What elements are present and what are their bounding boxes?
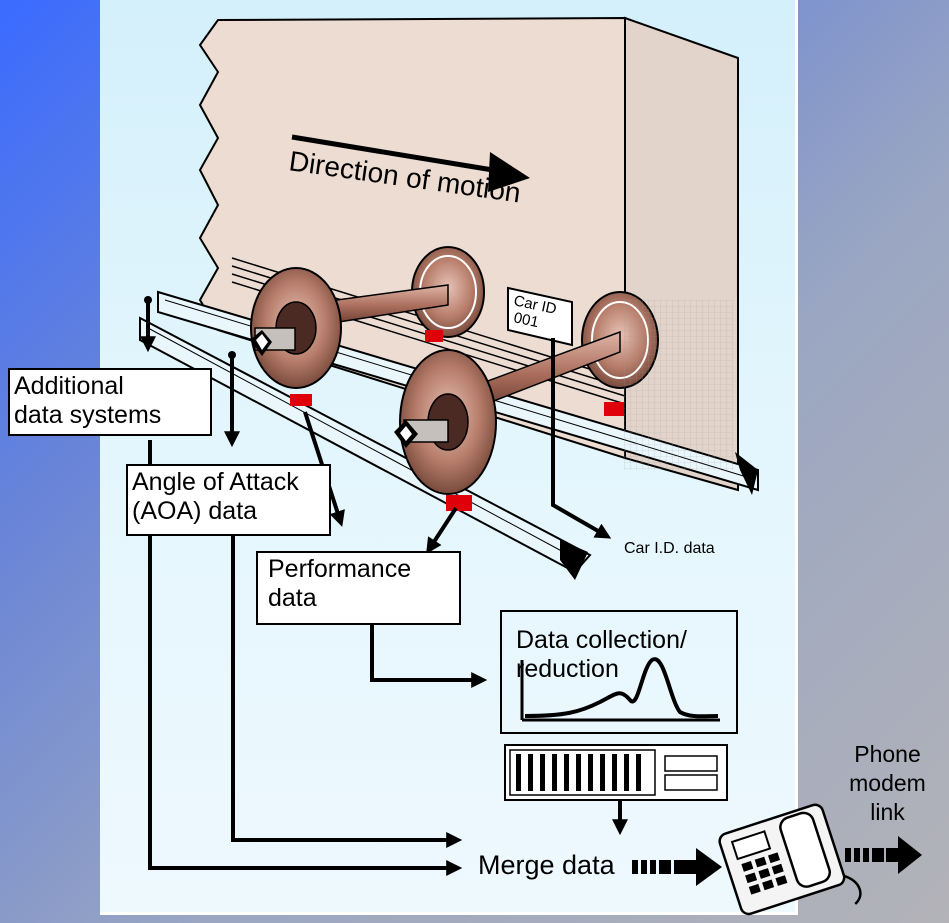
sensor-pad: [425, 330, 443, 342]
data-collection-box: Data collection/ reduction: [500, 610, 738, 734]
rear-wheelset: [250, 246, 485, 406]
sensor-pad: [604, 402, 624, 416]
additional-data-box: Additional data systems: [8, 368, 212, 436]
car-id-tag: [507, 286, 573, 347]
aoa-line1: Angle of Attack: [132, 468, 299, 496]
aoa-line2: (AOA) data: [132, 497, 258, 525]
reader-zone: [624, 300, 734, 470]
collection-line2: reduction: [516, 655, 619, 683]
additional-line1: Additional: [14, 372, 124, 400]
additional-line2: data systems: [14, 401, 162, 429]
merge-data-label: Merge data: [478, 850, 615, 880]
phone-modem-label: Phone modem link: [830, 740, 945, 827]
sensor-pad: [290, 394, 312, 406]
data-logger-icon: [504, 744, 728, 801]
collection-line1: Data collection/: [516, 626, 687, 654]
phone-line1: Phone: [854, 741, 921, 767]
performance-line2: data: [268, 584, 317, 612]
direction-arrow: [291, 134, 506, 175]
phone-line3: link: [870, 799, 905, 825]
car-id-tag-line2: 001: [512, 309, 540, 331]
performance-data-box: Performance data: [256, 551, 461, 625]
phone-link-arrow: [845, 836, 922, 874]
merge-to-phone-arrow: [632, 848, 722, 886]
aoa-data-box: Angle of Attack (AOA) data: [126, 464, 331, 536]
connector-lines: [140, 296, 628, 876]
phone-line2: modem: [849, 770, 926, 796]
sensor-pad: [446, 495, 472, 511]
performance-line1: Performance: [268, 555, 412, 583]
telephone-icon: [718, 803, 862, 916]
car-id-data-label: Car I.D. data: [624, 540, 715, 557]
reduction-plot: [520, 657, 720, 722]
